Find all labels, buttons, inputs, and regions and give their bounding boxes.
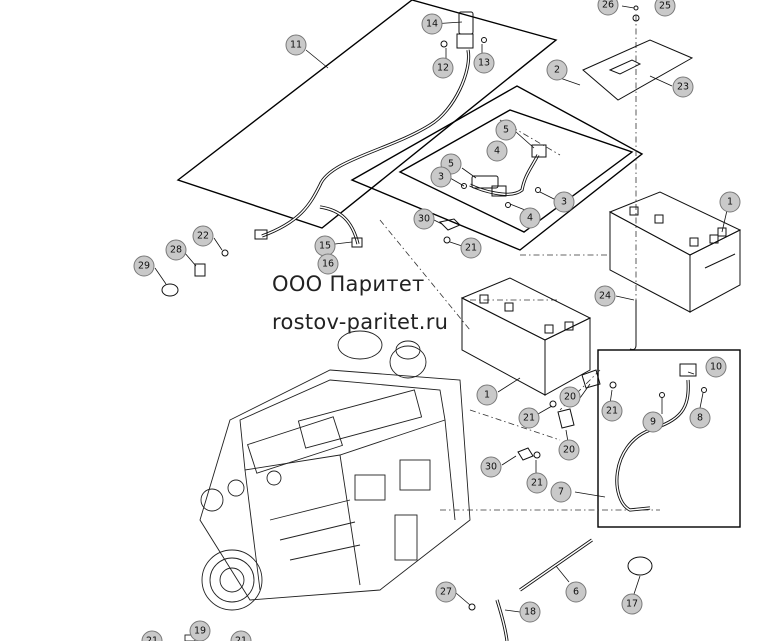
svg-text:21: 21 — [531, 478, 543, 489]
callout-14: 14 — [421, 13, 443, 35]
svg-text:27: 27 — [440, 587, 452, 598]
callout-3-right: 3 — [553, 191, 575, 213]
callout-27: 27 — [435, 581, 457, 603]
svg-text:21: 21 — [146, 636, 158, 641]
svg-text:14: 14 — [426, 19, 438, 30]
callout-13: 13 — [473, 52, 495, 74]
svg-text:25: 25 — [659, 1, 671, 12]
svg-text:21: 21 — [523, 413, 535, 424]
watermark-company: ООО Паритет — [272, 272, 425, 296]
svg-text:7: 7 — [558, 487, 564, 498]
callout-21-top: 21 — [460, 237, 482, 259]
watermark-site: rostov-paritet.ru — [272, 310, 449, 334]
callout-17: 17 — [621, 593, 643, 615]
svg-text:30: 30 — [418, 214, 430, 225]
svg-text:1: 1 — [727, 197, 733, 208]
callout-26: 26 — [597, 0, 619, 16]
callout-20-bottom: 20 — [558, 439, 580, 461]
callout-21-bl: 21 — [141, 630, 163, 641]
terminal-5 — [531, 144, 547, 158]
callout-4-bottom: 4 — [519, 207, 541, 229]
svg-text:17: 17 — [626, 599, 638, 610]
svg-text:4: 4 — [494, 146, 500, 157]
battery-1-center — [460, 277, 592, 396]
callout-9: 9 — [642, 411, 664, 433]
callout-16: 16 — [317, 253, 339, 275]
panel-harness-2 — [350, 85, 644, 251]
callout-21-bottom: 21 — [526, 472, 548, 494]
svg-text:11: 11 — [290, 40, 302, 51]
svg-text:30: 30 — [485, 462, 497, 473]
battery-cable-7 — [615, 379, 690, 512]
svg-text:22: 22 — [197, 231, 209, 242]
callout-1-right: 1 — [719, 191, 741, 213]
engine-assembly — [184, 330, 471, 641]
callout-18: 18 — [519, 601, 541, 623]
callout-6: 6 — [565, 581, 587, 603]
svg-text:21: 21 — [235, 636, 247, 641]
svg-text:29: 29 — [138, 261, 150, 272]
svg-text:18: 18 — [524, 607, 536, 618]
callout-11: 11 — [285, 34, 307, 56]
svg-text:20: 20 — [563, 445, 575, 456]
svg-text:26: 26 — [602, 0, 614, 11]
svg-text:10: 10 — [710, 362, 722, 373]
callout-2: 2 — [546, 59, 568, 81]
svg-text:5: 5 — [448, 159, 454, 170]
switch-17 — [627, 556, 653, 576]
callout-29: 29 — [133, 255, 155, 277]
callout-21-mid: 21 — [518, 407, 540, 429]
callout-21-right: 21 — [601, 400, 623, 422]
svg-text:3: 3 — [561, 197, 567, 208]
battery-tray-23 — [582, 39, 694, 101]
svg-text:23: 23 — [677, 82, 689, 93]
svg-text:2: 2 — [554, 65, 560, 76]
callout-19: 19 — [189, 620, 211, 641]
callout-28: 28 — [165, 239, 187, 261]
callout-5-top: 5 — [495, 119, 517, 141]
callout-22: 22 — [192, 225, 214, 247]
svg-text:6: 6 — [573, 587, 579, 598]
panel-harness-inner — [398, 109, 634, 233]
svg-text:13: 13 — [478, 58, 490, 69]
callout-15: 15 — [314, 235, 336, 257]
callout-3-left: 3 — [430, 166, 452, 188]
svg-text:21: 21 — [465, 243, 477, 254]
svg-text:12: 12 — [437, 63, 449, 74]
callout-1-center: 1 — [476, 384, 498, 406]
svg-text:5: 5 — [503, 125, 509, 136]
svg-text:8: 8 — [697, 413, 703, 424]
hold-down-rod-24 — [629, 300, 637, 350]
svg-text:21: 21 — [606, 406, 618, 417]
svg-text:15: 15 — [319, 241, 331, 252]
callout-23: 23 — [672, 76, 694, 98]
callout-7: 7 — [550, 481, 572, 503]
callout-21-br: 21 — [230, 630, 252, 641]
callout-20-top: 20 — [559, 386, 581, 408]
panel-cable-7 — [597, 349, 741, 528]
svg-text:16: 16 — [322, 259, 334, 270]
svg-text:24: 24 — [599, 291, 611, 302]
svg-text:1: 1 — [484, 390, 490, 401]
callout-24: 24 — [594, 285, 616, 307]
svg-text:9: 9 — [650, 417, 656, 428]
callout-4-top: 4 — [486, 140, 508, 162]
svg-text:19: 19 — [194, 626, 206, 637]
callout-8: 8 — [689, 407, 711, 429]
leader-lines — [154, 5, 729, 613]
callout-25: 25 — [654, 0, 676, 17]
callout-30-top: 30 — [413, 208, 435, 230]
callout-10: 10 — [705, 356, 727, 378]
svg-text:3: 3 — [438, 172, 444, 183]
callout-12: 12 — [432, 57, 454, 79]
callout-30-bottom: 30 — [480, 456, 502, 478]
battery-cable-11 — [261, 49, 471, 238]
svg-text:20: 20 — [564, 392, 576, 403]
battery-1-right — [608, 191, 742, 313]
terminal-10 — [679, 363, 697, 377]
svg-text:4: 4 — [527, 213, 533, 224]
panel-cable-11 — [176, 0, 558, 229]
svg-text:28: 28 — [170, 245, 182, 256]
